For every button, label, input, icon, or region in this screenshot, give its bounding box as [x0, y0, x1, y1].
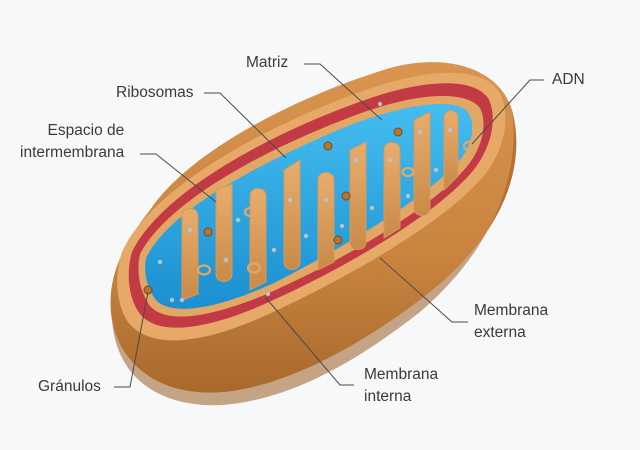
label-adn: ADN	[552, 71, 585, 88]
label-espacio-de-intermembrana: Espacio de intermembrana	[20, 120, 124, 164]
leader-membrana-interna	[265, 297, 354, 386]
leader-lines	[114, 63, 544, 388]
label-espacio-line2: intermembrana	[20, 144, 125, 161]
crista-6	[349, 141, 367, 250]
crista-9	[443, 110, 459, 192]
label-granulos: Gránulos	[38, 378, 101, 395]
label-membrana-interna-line1: Membrana	[364, 366, 439, 383]
leader-membrana-externa	[379, 257, 468, 323]
crista-4	[283, 159, 301, 270]
granules	[143, 127, 403, 295]
crista-2	[215, 183, 233, 282]
label-espacio-line1: Espacio de	[47, 122, 125, 139]
label-matriz: Matriz	[246, 54, 289, 71]
label-ribosomas: Ribosomas	[116, 84, 194, 101]
crista-5	[317, 172, 335, 271]
leader-matriz	[304, 63, 383, 121]
crista-1	[181, 208, 199, 301]
crista-3	[249, 188, 267, 291]
label-membrana-interna-line2: interna	[364, 388, 412, 405]
leader-adn	[471, 79, 544, 145]
crista-8	[413, 111, 431, 216]
leader-granulos	[114, 291, 149, 388]
label-membrana-externa-line2: externa	[474, 324, 526, 341]
dna-rings	[196, 140, 478, 276]
cristae	[181, 110, 459, 301]
leader-ribosomas	[204, 92, 287, 159]
label-membrana-externa: Membrana externa	[474, 300, 548, 344]
crista-7	[383, 142, 401, 239]
label-membrana-externa-line1: Membrana	[474, 302, 549, 319]
leader-espacio	[140, 153, 217, 203]
ribosomes	[157, 101, 453, 303]
label-membrana-interna: Membrana interna	[364, 364, 438, 408]
